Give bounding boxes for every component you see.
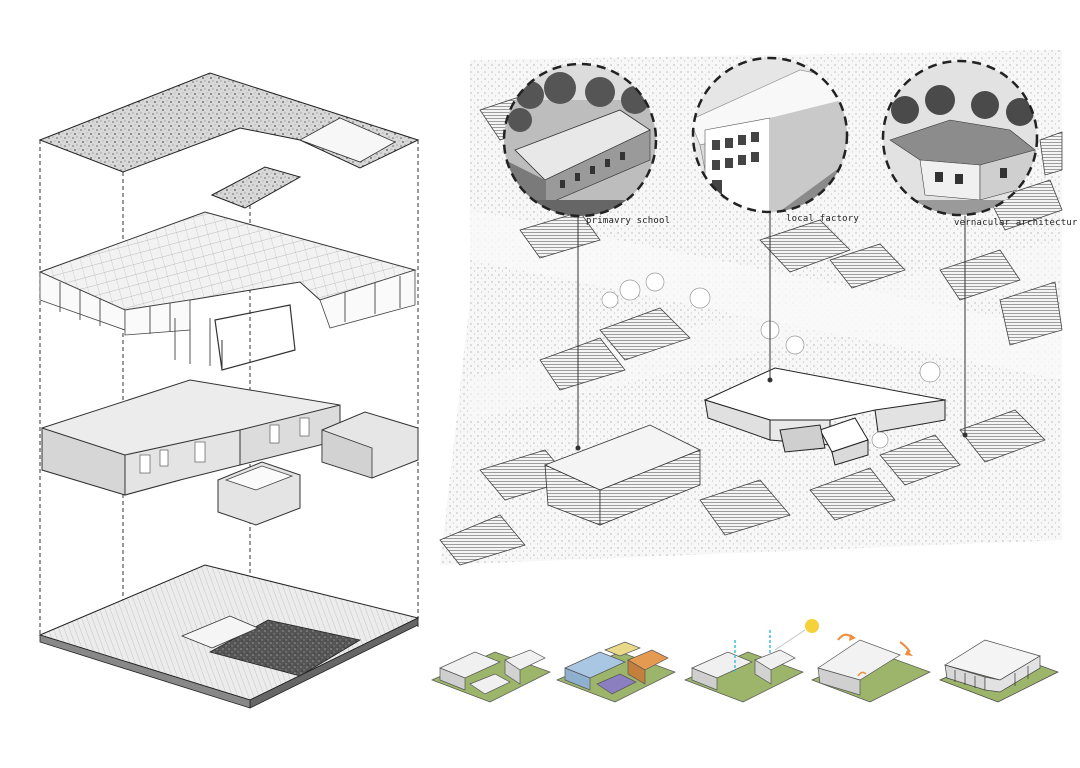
project-building [703, 367, 947, 466]
design-process-steps [431, 619, 1059, 703]
site-axonometric [439, 50, 1063, 566]
walls-layer [41, 379, 419, 526]
photo-bubble-school [502, 62, 658, 218]
village-houses [439, 89, 1063, 566]
process-step-2 [556, 641, 676, 703]
caption-vernacular-architecture: vernacular architectur [954, 218, 1078, 228]
process-step-5 [939, 639, 1059, 703]
courtyard-roof-piece [210, 166, 302, 209]
photo-bubble-vernacular [881, 59, 1039, 217]
caption-local-factory: local factory [786, 214, 860, 224]
caption-primary-school: primavry school [586, 216, 671, 226]
process-step-4 [811, 633, 931, 703]
process-step-1 [431, 649, 551, 703]
school-building [543, 424, 701, 526]
exploded-axonometric [38, 72, 420, 709]
road-strip [470, 210, 1062, 380]
process-step-3 [684, 619, 819, 703]
trees [601, 272, 941, 449]
leader-lines [575, 212, 968, 451]
ground-floor-layer [38, 564, 420, 709]
timber-frame-layer [38, 211, 417, 371]
roof-glass-panel [299, 117, 396, 163]
